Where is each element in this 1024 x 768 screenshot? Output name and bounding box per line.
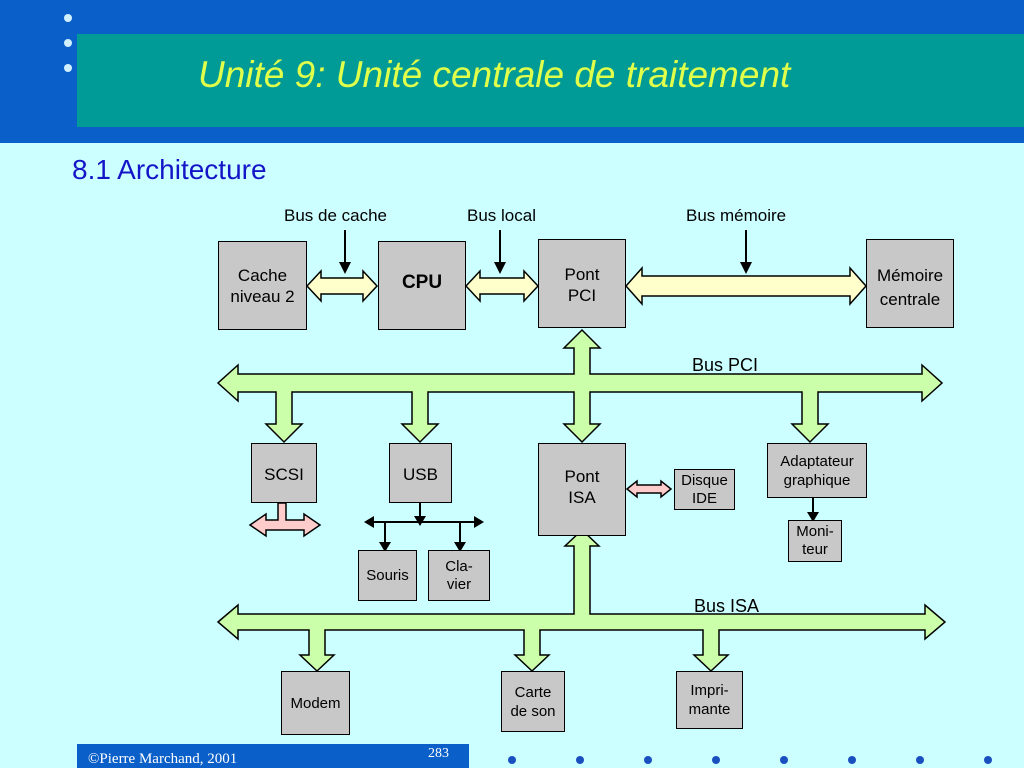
footer-bar <box>77 744 469 768</box>
bus-local-label: Bus local <box>467 206 536 225</box>
footer-dot <box>848 756 856 764</box>
imprimante-box: Impri-mante <box>676 671 743 729</box>
scsi-bus-arrow <box>248 502 322 538</box>
footer-copyright: ©Pierre Marchand, 2001 <box>88 751 238 767</box>
slide-title: Unité 9: Unité centrale de traitement <box>198 54 791 95</box>
header-bullet <box>64 39 72 47</box>
scsi-box: SCSI <box>251 443 317 503</box>
header-bullet <box>64 64 72 72</box>
bus-cache-label: Bus de cache <box>284 206 388 225</box>
footer-dot <box>508 756 516 764</box>
footer-dot <box>712 756 720 764</box>
bus-cache-arrow <box>305 269 379 303</box>
section-heading: 8.1 Architecture <box>72 154 267 185</box>
ide-bus-arrow <box>625 479 673 499</box>
footer-dot <box>780 756 788 764</box>
footer-dot <box>916 756 924 764</box>
usb-box: USB <box>389 443 452 503</box>
bus-pci-label: Bus PCI <box>692 355 759 375</box>
cpu-box: CPU <box>378 241 466 330</box>
modem-box: Modem <box>281 671 350 735</box>
souris-box: Souris <box>358 550 417 601</box>
clavier-box: Cla-vier <box>428 550 490 601</box>
footer-dot <box>576 756 584 764</box>
title-panel <box>77 34 1024 127</box>
footer-dot <box>984 756 992 764</box>
bus-pci-arrow <box>216 328 944 444</box>
bus-local-arrow <box>464 269 540 303</box>
moniteur-box: Moni-teur <box>788 520 842 562</box>
header-bullet <box>64 14 72 22</box>
page-number: 283 <box>428 746 449 761</box>
footer-dot <box>644 756 652 764</box>
bus-isa-label: Bus ISA <box>694 596 760 616</box>
bus-memoire-label: Bus mémoire <box>686 206 787 225</box>
